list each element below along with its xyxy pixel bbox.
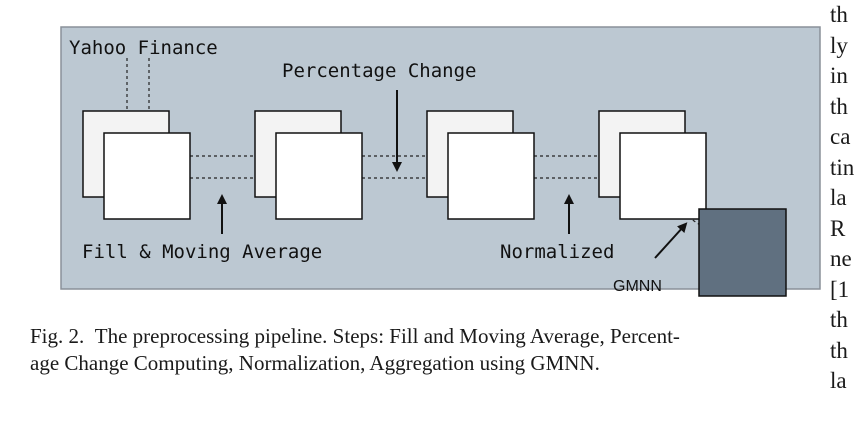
stage-3-pct-change (426, 110, 535, 220)
side-text-line: in (830, 63, 848, 88)
side-text-line: ne (830, 246, 852, 271)
pipeline-diagram: Yahoo Finance Percentage Change Fill & M… (60, 26, 821, 297)
arrow-gmnn (654, 222, 688, 259)
label-yahoo-finance: Yahoo Finance (69, 37, 218, 59)
label-normalized: Normalized (500, 241, 614, 263)
caption-fig-label: Fig. 2. (30, 324, 85, 348)
gmnn-block (698, 208, 787, 297)
side-text-line: th (830, 307, 848, 332)
label-percentage-change: Percentage Change (282, 60, 476, 82)
side-text-line: ly (830, 32, 848, 58)
stage-2-filled (254, 110, 363, 220)
side-text-line: th (830, 93, 848, 119)
caption-line-1: The preprocessing pipeline. Steps: Fill … (94, 324, 680, 348)
side-text-line: la (830, 185, 847, 210)
stage-4-normalized (598, 110, 707, 220)
stage-1-raw (82, 110, 191, 220)
caption-line-2: age Change Computing, Normalization, Agg… (30, 351, 600, 375)
side-text-line: [1 (830, 276, 850, 302)
label-gmnn: GMNN (613, 278, 662, 295)
side-text-line: th (830, 2, 848, 27)
label-fill-moving-average: Fill & Moving Average (82, 241, 322, 263)
side-text-line: ca (830, 124, 851, 149)
figure-caption: Fig. 2. The preprocessing pipeline. Step… (30, 323, 810, 377)
side-text-line: tin (830, 154, 855, 180)
side-text-line: th (830, 337, 848, 363)
side-text-line: R (830, 215, 846, 241)
side-text-line: la (830, 368, 847, 393)
